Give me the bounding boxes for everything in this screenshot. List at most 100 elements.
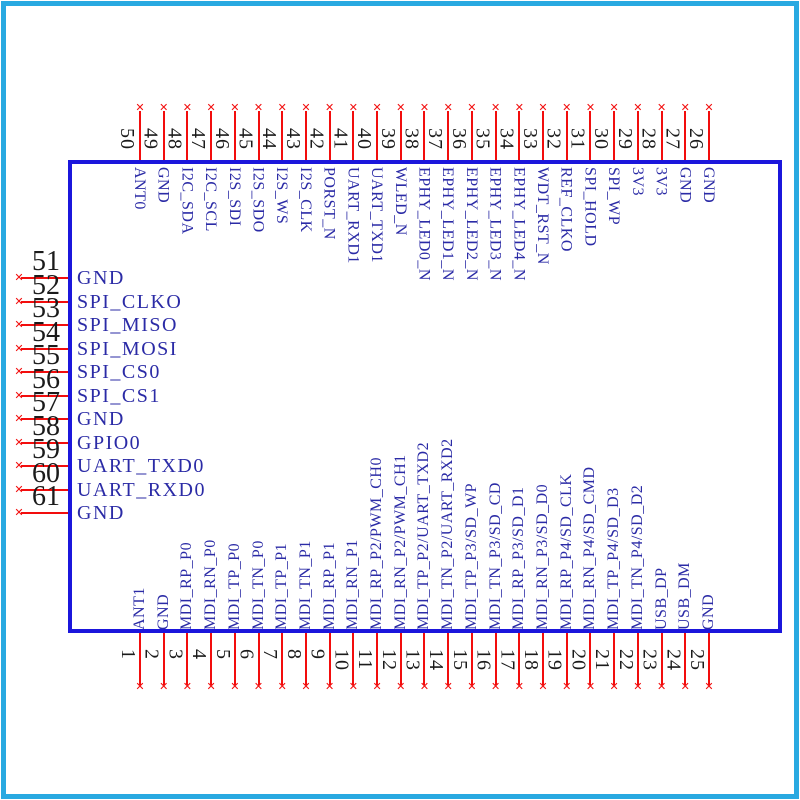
pin-number: 60 [32, 457, 60, 489]
pin-label: MDI_RN_P4/SD_CMD [581, 466, 599, 630]
pin-number: 1 [117, 649, 139, 660]
x-mark-icon: ✕ [14, 482, 24, 496]
pin-label: MDI_TN_P0 [249, 540, 267, 630]
pin-label: 3V3 [652, 167, 670, 197]
x-mark-icon: ✕ [14, 412, 24, 425]
x-mark-icon: ✕ [633, 680, 643, 693]
pin-line [565, 111, 568, 160]
pin-label: GND [154, 167, 172, 204]
pin-line [281, 633, 284, 685]
pin-number: 14 [425, 649, 448, 671]
x-mark-icon: ✕ [159, 680, 169, 693]
pin-label: I2S_SDO [249, 167, 267, 233]
pin-number: 49 [139, 128, 162, 150]
x-mark-icon: ✕ [585, 680, 596, 693]
pin-label: GND [77, 267, 125, 289]
pin-line [21, 488, 68, 491]
pin-number: 6 [235, 649, 258, 660]
x-mark-icon: ✕ [467, 680, 477, 693]
pin-label: GND [77, 502, 125, 524]
pin-number: 16 [472, 649, 495, 671]
pin-number: 11 [354, 649, 377, 671]
x-mark-icon: ✕ [14, 294, 24, 308]
pin-number: 20 [567, 649, 590, 671]
x-mark-icon: ✕ [277, 680, 287, 693]
pin-number: 36 [447, 128, 470, 150]
pin-number: 41 [329, 128, 352, 150]
x-mark-icon: ✕ [633, 101, 643, 114]
pin-label: MDI_TN_P4/SD_D2 [628, 484, 646, 630]
pin-line [257, 633, 260, 685]
x-mark-icon: ✕ [585, 101, 596, 114]
pin-line [684, 633, 687, 685]
pin-label: GPIO0 [77, 431, 142, 454]
chip-body-outline [68, 160, 782, 633]
pin-label: I2S_CLK [296, 167, 314, 233]
pin-number: 59 [32, 434, 60, 465]
pin-line [352, 633, 355, 685]
pin-number: 35 [471, 128, 494, 150]
pin-number: 10 [330, 649, 353, 671]
pin-line [518, 111, 521, 160]
x-mark-icon: ✕ [609, 680, 619, 693]
pin-label: I2C_SCL [202, 167, 220, 232]
pin-line [494, 111, 497, 160]
pin-number: 26 [684, 128, 707, 150]
pin-label: MDI_TN_P2/UART_RXD2 [439, 438, 457, 630]
x-mark-icon: ✕ [14, 388, 24, 402]
pin-line [589, 111, 592, 160]
pin-label: MDI_TP_P0 [225, 542, 243, 630]
pin-line [233, 111, 236, 160]
pin-label: REF_CLKO [557, 167, 575, 252]
pin-label: UART_TXD1 [368, 167, 386, 263]
pin-number: 17 [496, 649, 519, 671]
x-mark-icon: ✕ [277, 101, 287, 114]
x-mark-icon: ✕ [206, 680, 216, 693]
pin-number: 58 [32, 410, 60, 442]
pin-number: 3 [164, 649, 187, 660]
pin-number: 22 [614, 649, 637, 671]
pin-line [518, 633, 521, 685]
pin-line [162, 633, 165, 685]
pin-line [636, 633, 639, 685]
pin-label: EPHY_LED2_N [462, 167, 480, 281]
pin-number: 50 [116, 128, 138, 150]
pin-number: 9 [306, 649, 329, 660]
x-mark-icon: ✕ [159, 101, 169, 114]
pin-line [186, 633, 189, 685]
pin-line [565, 633, 568, 685]
pin-label: SPI_CLKO [77, 290, 183, 313]
pin-label: MDI_RN_P0 [202, 539, 220, 630]
pin-number: 39 [376, 128, 399, 150]
pin-line [636, 111, 639, 160]
pin-line [21, 394, 68, 397]
pin-label: GND [154, 593, 172, 630]
x-mark-icon: ✕ [348, 680, 358, 693]
x-mark-icon: ✕ [396, 101, 406, 114]
pin-label: MDI_TP_P2/UART_TXD2 [415, 441, 433, 630]
x-mark-icon: ✕ [656, 101, 667, 114]
pin-line [423, 111, 426, 160]
x-mark-icon: ✕ [14, 271, 24, 284]
pin-line [684, 111, 687, 160]
x-mark-icon: ✕ [14, 318, 24, 331]
pin-number: 29 [613, 128, 636, 150]
pin-line [470, 111, 473, 160]
pin-line [707, 111, 710, 160]
pin-label: I2C_SDA [178, 167, 196, 235]
x-mark-icon: ✕ [301, 680, 311, 693]
x-mark-icon: ✕ [680, 101, 690, 114]
pin-label: WDT_RST_N [534, 167, 552, 265]
pin-label: EPHY_LED3_N [486, 167, 504, 281]
pin-number: 31 [566, 128, 589, 150]
x-mark-icon: ✕ [514, 101, 524, 114]
pin-number: 38 [400, 128, 423, 150]
pin-number: 40 [353, 128, 376, 150]
pin-line [376, 633, 379, 685]
pin-label: UART_TXD0 [77, 455, 205, 477]
x-mark-icon: ✕ [680, 680, 690, 693]
pin-label: EPHY_LED1_N [439, 167, 457, 281]
pin-number: 5 [211, 649, 234, 660]
pin-label: USB_DP [652, 567, 670, 630]
